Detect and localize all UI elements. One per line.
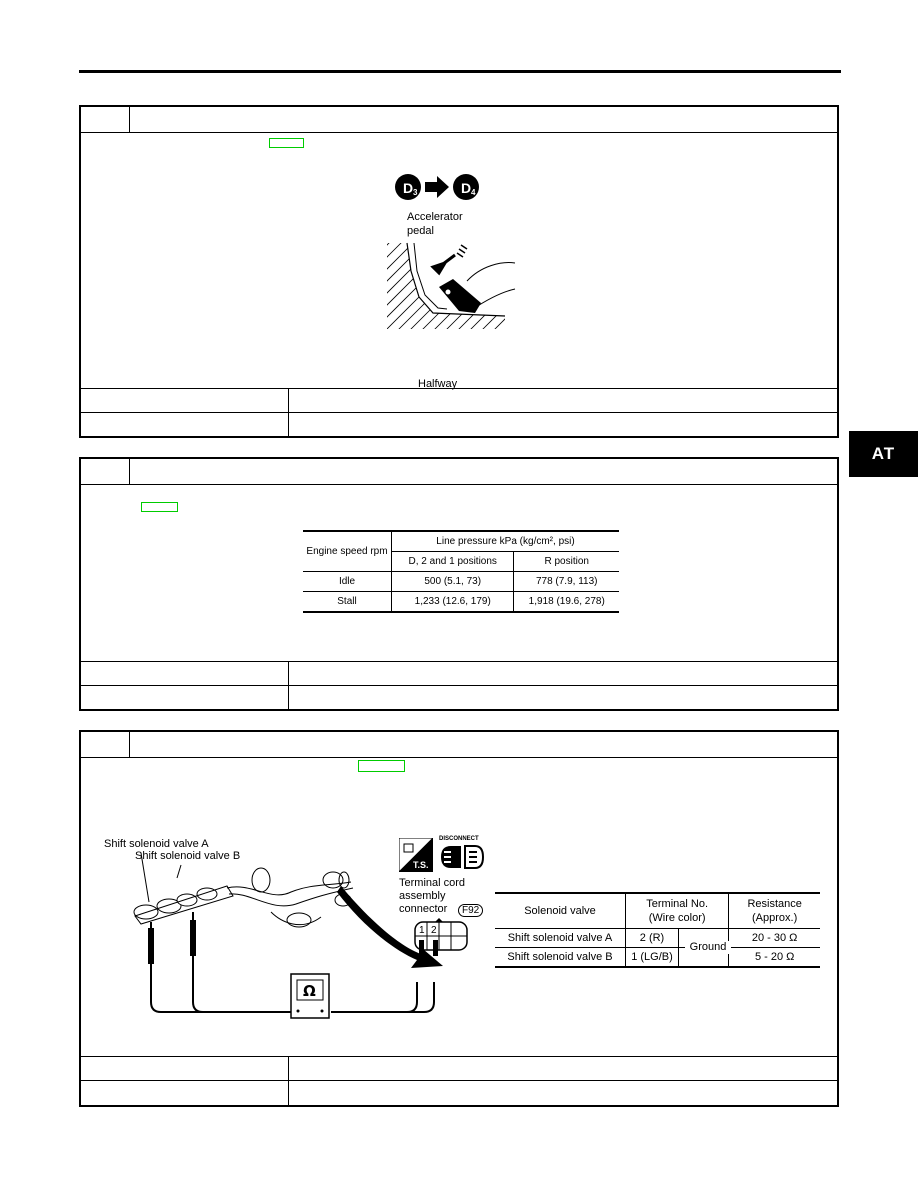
solenoid-resistance-table: Solenoid valve Terminal No.(Wire color) … — [495, 892, 820, 968]
pedal-label-1: Accelerator — [407, 211, 463, 223]
connector-label-3: connector — [399, 903, 448, 915]
arrow-right-icon — [425, 176, 449, 198]
gear-d4-icon — [453, 174, 479, 200]
ts-icon: T.S. — [399, 838, 433, 872]
line-pressure-table: Engine speed rpm Line pressure kPa (kg/c… — [303, 530, 619, 613]
diagnostic-step-box-1: D 3 D 4 Accelerator pedal — [79, 105, 839, 438]
result-row-1 — [81, 388, 837, 413]
gear-d3-icon — [395, 174, 421, 200]
svg-text:2: 2 — [431, 925, 437, 936]
result-row-2 — [81, 412, 837, 437]
page-top-rule — [79, 70, 841, 73]
table-cell: Shift solenoid valve B — [495, 947, 626, 967]
gear-d3-letter: D — [403, 180, 413, 196]
valve-a-label: Shift solenoid valve A — [104, 838, 209, 850]
table-cell: 1,918 (19.6, 278) — [528, 596, 605, 607]
result-row-2 — [81, 685, 837, 710]
svg-text:1: 1 — [419, 925, 425, 936]
ohm-icon: Ω — [303, 982, 316, 1000]
table-cell: 778 (7.9, 113) — [535, 576, 598, 587]
diagnostic-step-box-2: Engine speed rpm Line pressure kPa (kg/c… — [79, 457, 839, 711]
d-positions-header: D, 2 and 1 positions — [391, 551, 515, 572]
reference-link[interactable] — [141, 502, 178, 512]
table-cell: Stall — [303, 591, 392, 612]
result-row-2 — [81, 1080, 837, 1105]
line-pressure-header: Line pressure kPa (kg/cm², psi) — [391, 531, 619, 552]
reference-link[interactable] — [358, 760, 405, 772]
pedal-pivot — [444, 288, 452, 296]
pedal-drawing — [387, 242, 516, 329]
r-position-header: R position — [544, 556, 589, 567]
section-tab-at[interactable]: AT — [849, 431, 918, 477]
halfway-label: Halfway — [418, 378, 458, 390]
result-row-1 — [81, 1056, 837, 1081]
connector-label-2: assembly — [399, 890, 446, 902]
gear-d4-sub: 4 — [471, 188, 476, 197]
gear-d3-sub: 3 — [413, 188, 418, 197]
table-cell: Shift solenoid valve A — [495, 928, 626, 948]
diagnostic-step-box-3: Shift solenoid valve A Shift solenoid va… — [79, 730, 839, 1107]
valve-header: Solenoid valve — [495, 893, 626, 929]
connector-face: 1 2 — [414, 918, 468, 956]
terminal-header: Terminal No.(Wire color) — [625, 893, 730, 929]
result-row-1 — [81, 661, 837, 686]
push-arrow-icon — [430, 253, 456, 276]
table-cell: 5 - 20 Ω — [754, 951, 795, 963]
gear-d4-letter: D — [461, 180, 471, 196]
reference-link[interactable] — [269, 138, 304, 148]
table-cell: 1,233 (12.6, 179) — [391, 591, 515, 612]
disconnect-label: DISCONNECT — [439, 836, 479, 842]
step-header — [81, 107, 837, 133]
ground-label: Ground — [685, 941, 731, 954]
pedal-pad-shape — [439, 279, 481, 313]
connector-label-1: Terminal cord — [399, 877, 466, 889]
disconnect-icon — [441, 845, 485, 869]
resistance-header: Resistance(Approx.) — [747, 898, 802, 924]
step-number-cell — [81, 459, 130, 484]
engine-speed-header: Engine speed rpm — [303, 531, 392, 572]
step-header — [81, 459, 837, 485]
accelerator-pedal-figure: D 3 D 4 Accelerator pedal — [387, 174, 516, 390]
step-number-cell — [81, 107, 130, 132]
valve-b-label: Shift solenoid valve B — [135, 850, 241, 862]
svg-text:T.S.: T.S. — [413, 860, 429, 870]
table-cell: Idle — [303, 571, 392, 592]
pedal-label-2: pedal — [407, 225, 434, 237]
motion-lines — [456, 244, 468, 258]
step-header — [81, 732, 837, 758]
curved-arrow-icon — [337, 886, 443, 968]
connector-code-badge: F92 — [458, 904, 484, 917]
table-cell: 500 (5.1, 73) — [391, 571, 515, 592]
solenoid-check-figure: Ω — [133, 852, 443, 1019]
table-cell: 20 - 30 Ω — [751, 932, 798, 944]
step-number-cell — [81, 732, 130, 757]
